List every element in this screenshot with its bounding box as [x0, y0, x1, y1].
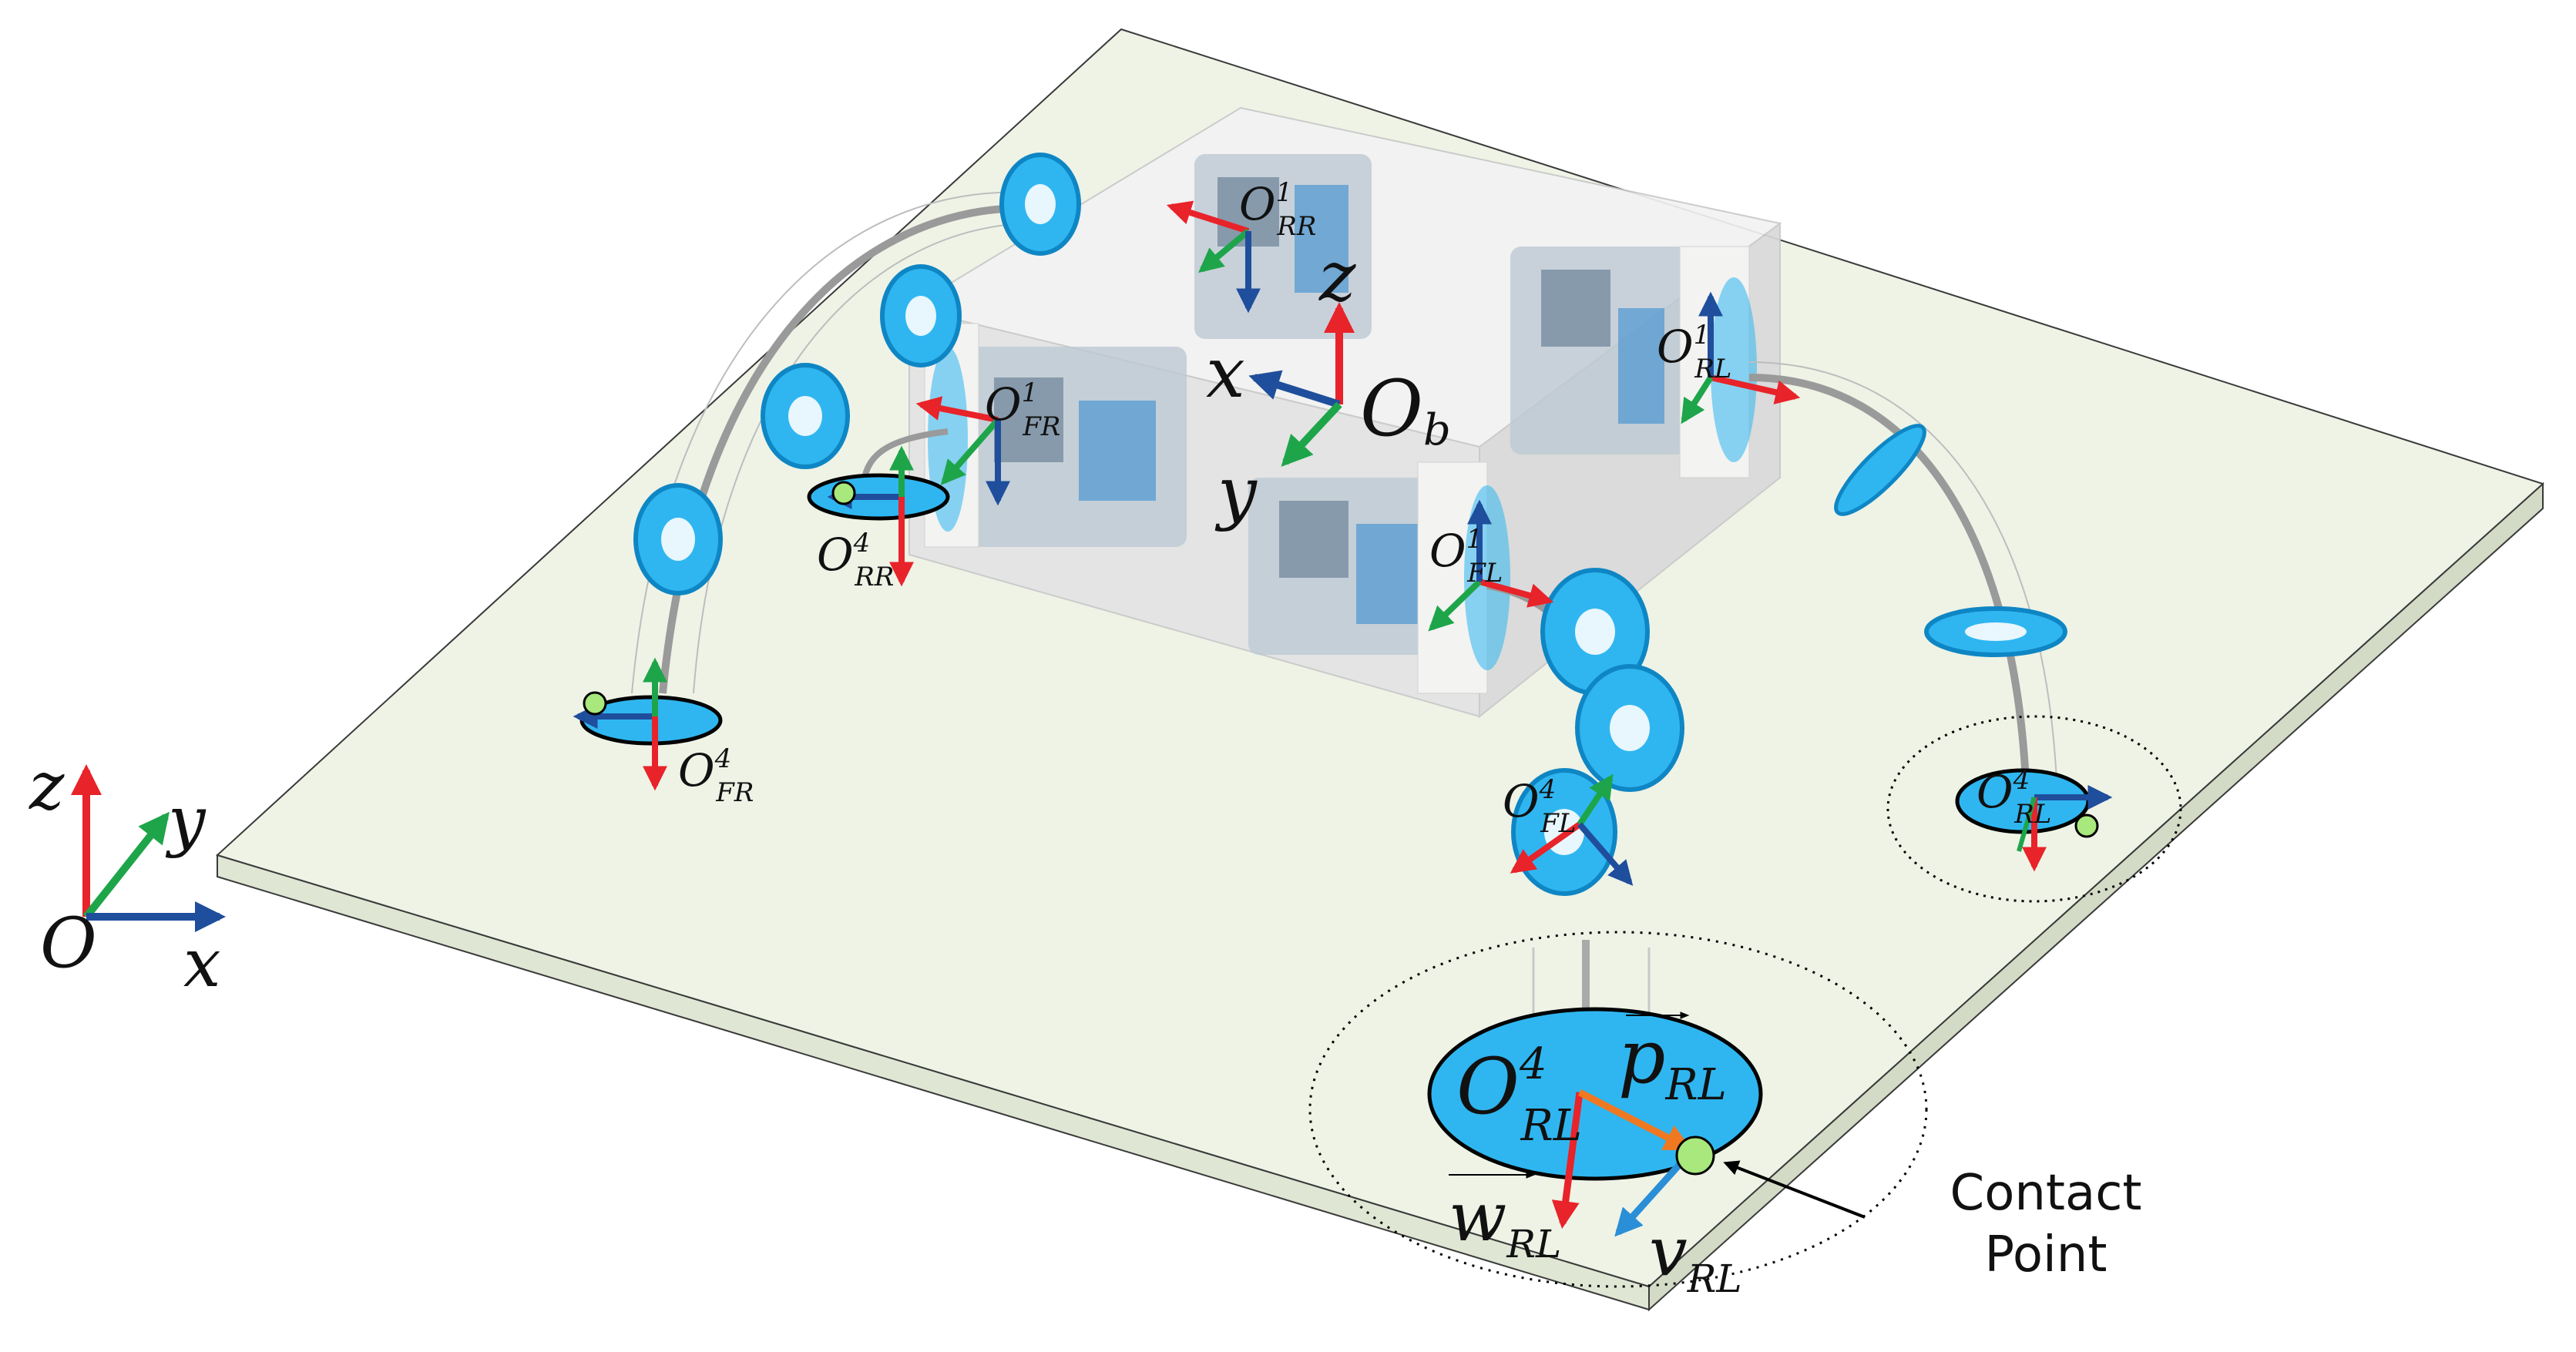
world-z-label: z: [29, 748, 65, 825]
wheel-icon: [999, 153, 1081, 256]
w-label: wRL: [1449, 1177, 1561, 1266]
body-origin-label: Ob: [1360, 364, 1451, 455]
v-label: vRL: [1649, 1212, 1742, 1301]
body-frame: z x y Ob: [1206, 237, 1451, 533]
wheel-icon: [880, 264, 962, 367]
contact-label-line2: Point: [1985, 1226, 2107, 1283]
world-y-axis: [83, 811, 170, 920]
wheel-icon: [1834, 424, 1926, 516]
world-origin-label: O: [40, 903, 97, 984]
v-vector: [1614, 1152, 1691, 1237]
contact-point-label: Contact Point: [1950, 1165, 2142, 1283]
body-y-axis: [1281, 401, 1342, 467]
robot-body: [907, 106, 1782, 719]
w-vector: [1551, 1092, 1584, 1230]
wheel-icon: [761, 363, 850, 469]
servo-module-fl: [1248, 478, 1456, 655]
contact-pointer: [1723, 1160, 1866, 1219]
servo-module-rl: [1510, 247, 1688, 455]
body-x-label: x: [1206, 333, 1245, 414]
leg-rear-left: [1748, 361, 2182, 903]
wheel-icon: [1924, 606, 2067, 657]
wheel-icon: [633, 483, 723, 595]
wheel-icon: [1540, 568, 1650, 696]
world-frame: z y x O: [29, 748, 226, 1002]
inset-dotted-circle: [1308, 931, 1928, 1288]
body-x-axis: [1248, 370, 1341, 408]
body-z-label: z: [1318, 237, 1356, 317]
rear-left-foot-highlight: [1886, 715, 2182, 903]
wheel-icon: [1575, 664, 1684, 792]
world-x-label: x: [183, 925, 221, 1002]
p-label: pRL: [1618, 1014, 1727, 1110]
leg-front-right: [579, 153, 1081, 746]
world-y-label: y: [165, 783, 207, 860]
contact-point: [1675, 1136, 1715, 1176]
servo-module-fr: [963, 347, 1187, 547]
p-vector: [1577, 1089, 1693, 1152]
body-y-label: y: [1214, 452, 1258, 533]
contact-label-line1: Contact: [1950, 1165, 2142, 1222]
